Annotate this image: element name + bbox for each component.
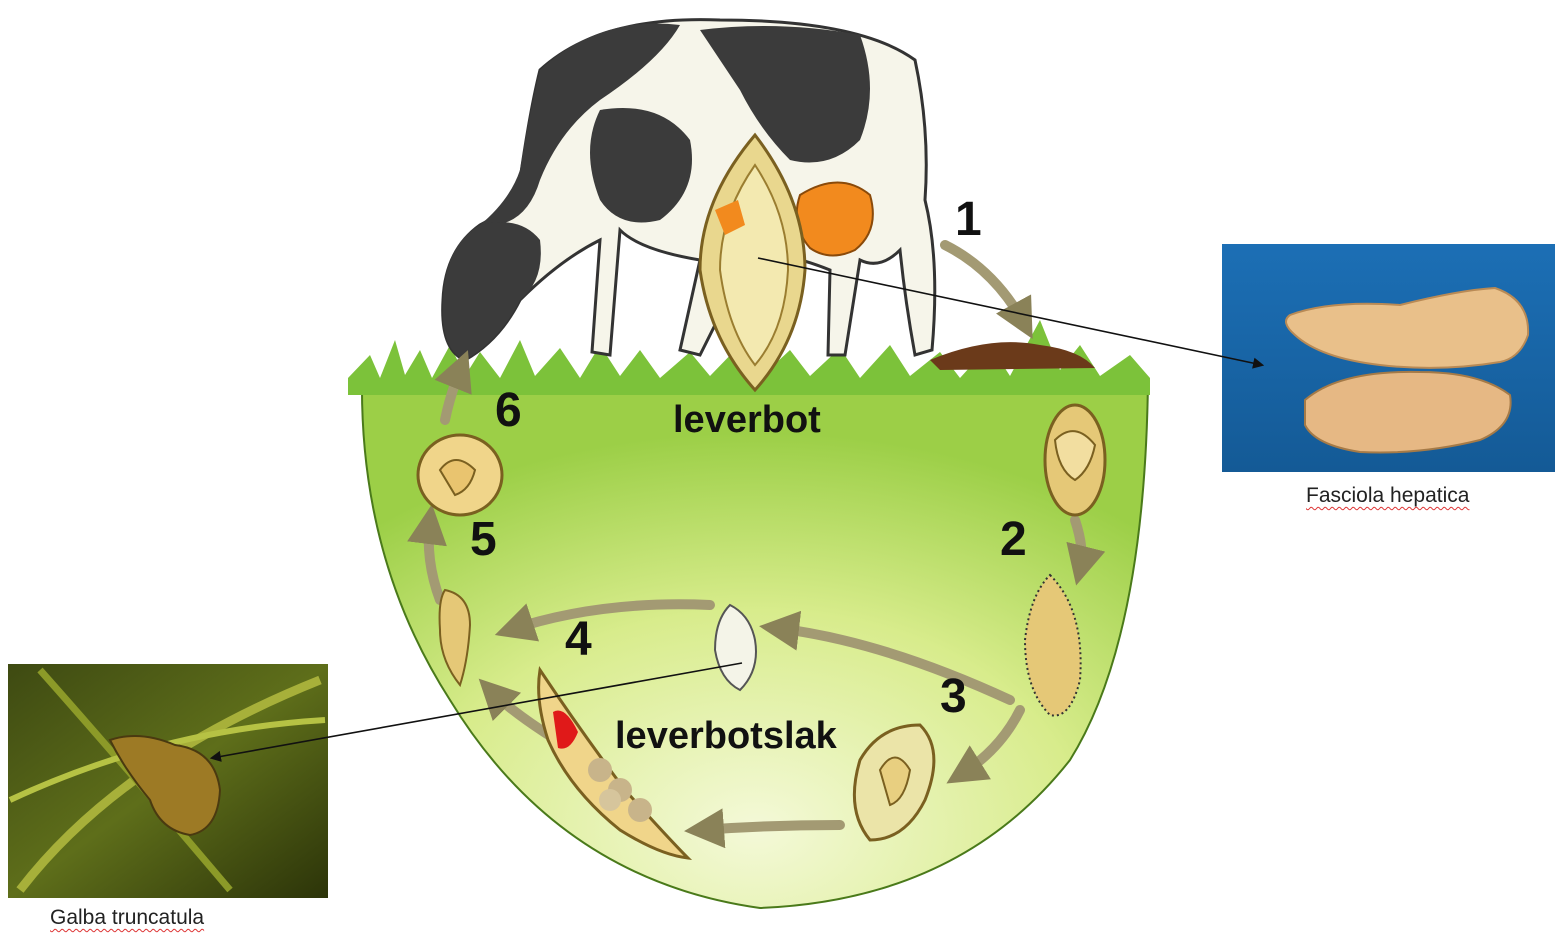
snail-label: leverbotslak bbox=[615, 715, 838, 757]
step-label-6: 6 bbox=[495, 384, 522, 437]
step-label-1: 1 bbox=[955, 193, 982, 246]
fasciola-photo bbox=[1222, 244, 1555, 472]
step-label-3: 3 bbox=[940, 670, 967, 723]
egg-stage bbox=[1045, 405, 1105, 515]
step-label-2: 2 bbox=[1000, 513, 1027, 566]
step-label-5: 5 bbox=[470, 513, 497, 566]
caption-fasciola-hepatica: Fasciola hepatica bbox=[1306, 484, 1469, 508]
step-label-4: 4 bbox=[565, 613, 592, 666]
host-label: leverbot bbox=[673, 399, 821, 441]
metacercaria-stage bbox=[418, 435, 502, 515]
galba-photo bbox=[8, 664, 328, 898]
caption-galba-truncatula: Galba truncatula bbox=[50, 906, 204, 930]
